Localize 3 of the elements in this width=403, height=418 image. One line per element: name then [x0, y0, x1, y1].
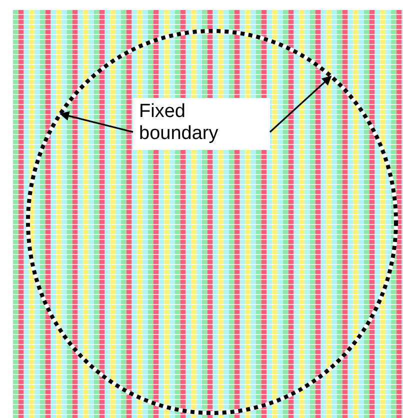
callout-label: Fixed boundary	[133, 98, 270, 150]
dashed-boundary-circle	[26, 29, 398, 415]
leader-arrow	[59, 111, 134, 133]
